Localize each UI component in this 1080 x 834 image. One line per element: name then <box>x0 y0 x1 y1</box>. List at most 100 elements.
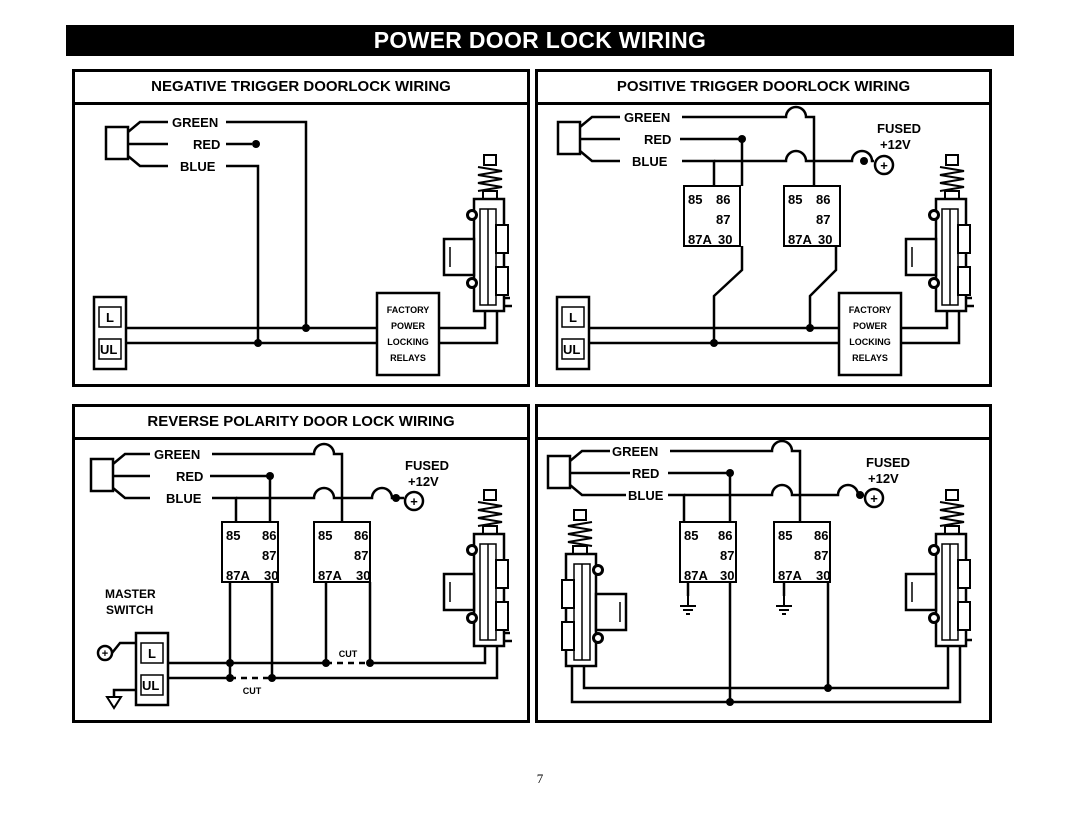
relay-pin-86: 86 <box>262 528 276 543</box>
master-switch-label: MASTER <box>105 587 156 601</box>
panel-reverse-polarity: REVERSE POLARITY DOOR LOCK WIRING <box>72 404 530 723</box>
junction-dot <box>738 135 746 143</box>
factory-relays-label: POWER <box>391 321 426 331</box>
junction-dot <box>252 140 260 148</box>
junction-dot <box>302 324 310 332</box>
factory-relays-label: FACTORY <box>849 305 892 315</box>
relay-pin-85: 85 <box>778 528 792 543</box>
relay-pin-30: 30 <box>264 568 278 583</box>
door-lock-actuator-icon <box>560 508 628 668</box>
page-number: 7 <box>536 771 544 786</box>
relay-pin-30: 30 <box>720 568 734 583</box>
panel-title: NEGATIVE TRIGGER DOORLOCK WIRING <box>75 72 527 105</box>
switch-label-l: L <box>106 310 114 325</box>
junction-dot <box>806 324 814 332</box>
junction-dot <box>322 659 330 667</box>
relay-pin-86: 86 <box>816 192 830 207</box>
relay-pin-87: 87 <box>716 212 730 227</box>
factory-relays-label: LOCKING <box>387 337 429 347</box>
connector-plug <box>546 454 572 490</box>
fused-label: FUSED <box>877 121 921 136</box>
relay-pin-87a: 87A <box>226 568 250 583</box>
voltage-label: +12V <box>880 137 911 152</box>
page-title: POWER DOOR LOCK WIRING <box>66 25 1014 56</box>
junction-dot <box>710 339 718 347</box>
relay-pin-87a: 87A <box>688 232 712 247</box>
junction-dot <box>226 659 234 667</box>
ground-icon <box>775 595 793 615</box>
cut-label: CUT <box>243 686 262 696</box>
relay-pin-30: 30 <box>816 568 830 583</box>
plus-icon: + <box>102 648 108 660</box>
relay-pin-87: 87 <box>814 548 828 563</box>
fused-12v-terminal <box>863 487 885 509</box>
switch-label-ul: UL <box>100 342 117 357</box>
relay-pin-87a: 87A <box>318 568 342 583</box>
relay-pin-86: 86 <box>354 528 368 543</box>
relay-pin-86: 86 <box>814 528 828 543</box>
door-lock-actuator-icon <box>442 153 510 313</box>
fused-12v-terminal <box>403 490 425 512</box>
relay-pin-85: 85 <box>688 192 702 207</box>
junction-dot <box>860 157 868 165</box>
voltage-label: +12V <box>408 474 439 489</box>
panel-title: REVERSE POLARITY DOOR LOCK WIRING <box>75 407 527 440</box>
junction-dot <box>366 659 374 667</box>
relay-pin-87: 87 <box>354 548 368 563</box>
relay-pin-86: 86 <box>716 192 730 207</box>
relay-pin-87: 87 <box>262 548 276 563</box>
fused-12v-terminal <box>873 154 895 176</box>
relay-pin-30: 30 <box>356 568 370 583</box>
ground-icon <box>105 696 123 710</box>
relay-pin-85: 85 <box>318 528 332 543</box>
relay-pin-87: 87 <box>720 548 734 563</box>
relay-pin-30: 30 <box>818 232 832 247</box>
wire-label-green: GREEN <box>154 447 200 462</box>
wire-label-green: GREEN <box>612 444 658 459</box>
junction-dot <box>268 674 276 682</box>
wire-label-red: RED <box>193 137 220 152</box>
factory-relays-label: RELAYS <box>852 353 888 363</box>
plus-icon: + <box>410 494 418 509</box>
wire-label-blue: BLUE <box>632 154 668 169</box>
relay-pin-87a: 87A <box>684 568 708 583</box>
switch-label-ul: UL <box>563 342 580 357</box>
wire-label-green: GREEN <box>172 115 218 130</box>
voltage-label: +12V <box>868 471 899 486</box>
factory-relays-label: POWER <box>853 321 888 331</box>
factory-relays-label: FACTORY <box>387 305 430 315</box>
junction-dot <box>726 469 734 477</box>
fused-label: FUSED <box>866 455 910 470</box>
fused-label: FUSED <box>405 458 449 473</box>
connector-plug <box>89 457 115 493</box>
factory-relays-label: RELAYS <box>390 353 426 363</box>
panel-negative-trigger: NEGATIVE TRIGGER DOORLOCK WIRING <box>72 69 530 387</box>
panel-positive-trigger: POSITIVE TRIGGER DOORLOCK WIRING <box>535 69 992 387</box>
plus-icon: + <box>870 491 878 506</box>
wire-label-blue: BLUE <box>180 159 216 174</box>
junction-dot <box>856 491 864 499</box>
panel-title: POSITIVE TRIGGER DOORLOCK WIRING <box>538 72 989 105</box>
switch-plus-terminal <box>96 644 114 662</box>
junction-dot <box>226 674 234 682</box>
wire-label-red: RED <box>644 132 671 147</box>
junction-dot <box>824 684 832 692</box>
junction-dot <box>392 494 400 502</box>
relay-pin-85: 85 <box>226 528 240 543</box>
connector-plug <box>104 125 130 161</box>
junction-dot <box>726 698 734 706</box>
switch-label-ul: UL <box>142 678 159 693</box>
switch-label-l: L <box>569 310 577 325</box>
relay-pin-30: 30 <box>718 232 732 247</box>
wire-label-blue: BLUE <box>166 491 202 506</box>
door-lock-actuator-icon <box>904 153 972 313</box>
factory-relays-label: LOCKING <box>849 337 891 347</box>
wire-label-green: GREEN <box>624 110 670 125</box>
factory-relays-box <box>837 291 903 377</box>
relay-pin-85: 85 <box>788 192 802 207</box>
ground-icon <box>679 595 697 615</box>
relay-pin-87: 87 <box>816 212 830 227</box>
wire-label-blue: BLUE <box>628 488 664 503</box>
factory-relays-box <box>375 291 441 377</box>
